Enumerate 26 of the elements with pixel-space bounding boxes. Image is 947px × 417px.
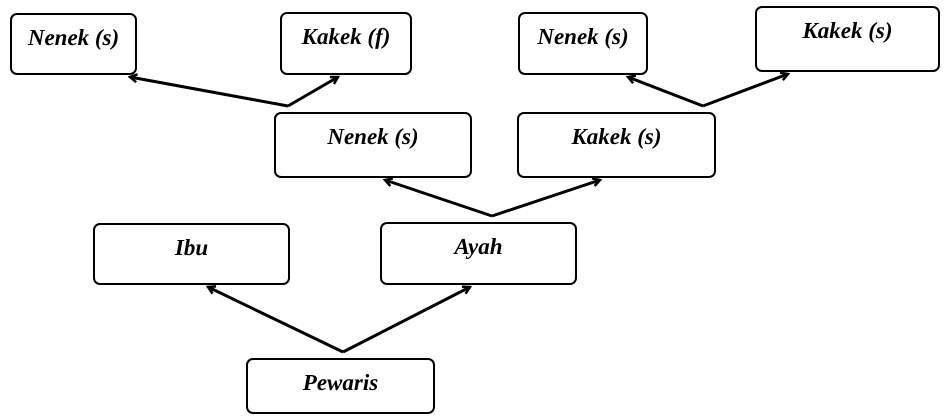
arrow — [626, 74, 704, 108]
arrow — [287, 76, 340, 108]
person-box — [274, 112, 472, 178]
arrow — [128, 73, 288, 108]
person-box — [755, 6, 940, 72]
arrow — [342, 285, 472, 354]
person-box — [280, 12, 412, 75]
person-label: Kakek (f) — [302, 24, 390, 50]
arrow — [384, 177, 492, 218]
arrow — [206, 285, 344, 354]
person-label: Pewaris — [302, 370, 378, 396]
person-label: Kakek (s) — [571, 124, 662, 150]
person-box — [517, 112, 716, 178]
person-box — [246, 358, 435, 414]
person-label: Ibu — [174, 235, 208, 261]
person-box — [93, 223, 290, 285]
person-box — [380, 222, 577, 285]
person-label: Nenek (s) — [327, 124, 419, 150]
person-label: Nenek (s) — [537, 24, 629, 50]
person-label: Kakek (s) — [802, 18, 893, 44]
arrow — [492, 177, 602, 218]
person-label: Ayah — [454, 234, 503, 260]
arrow — [702, 71, 790, 108]
person-box — [518, 12, 648, 75]
person-label: Nenek (s) — [28, 25, 120, 51]
person-box — [10, 13, 137, 75]
